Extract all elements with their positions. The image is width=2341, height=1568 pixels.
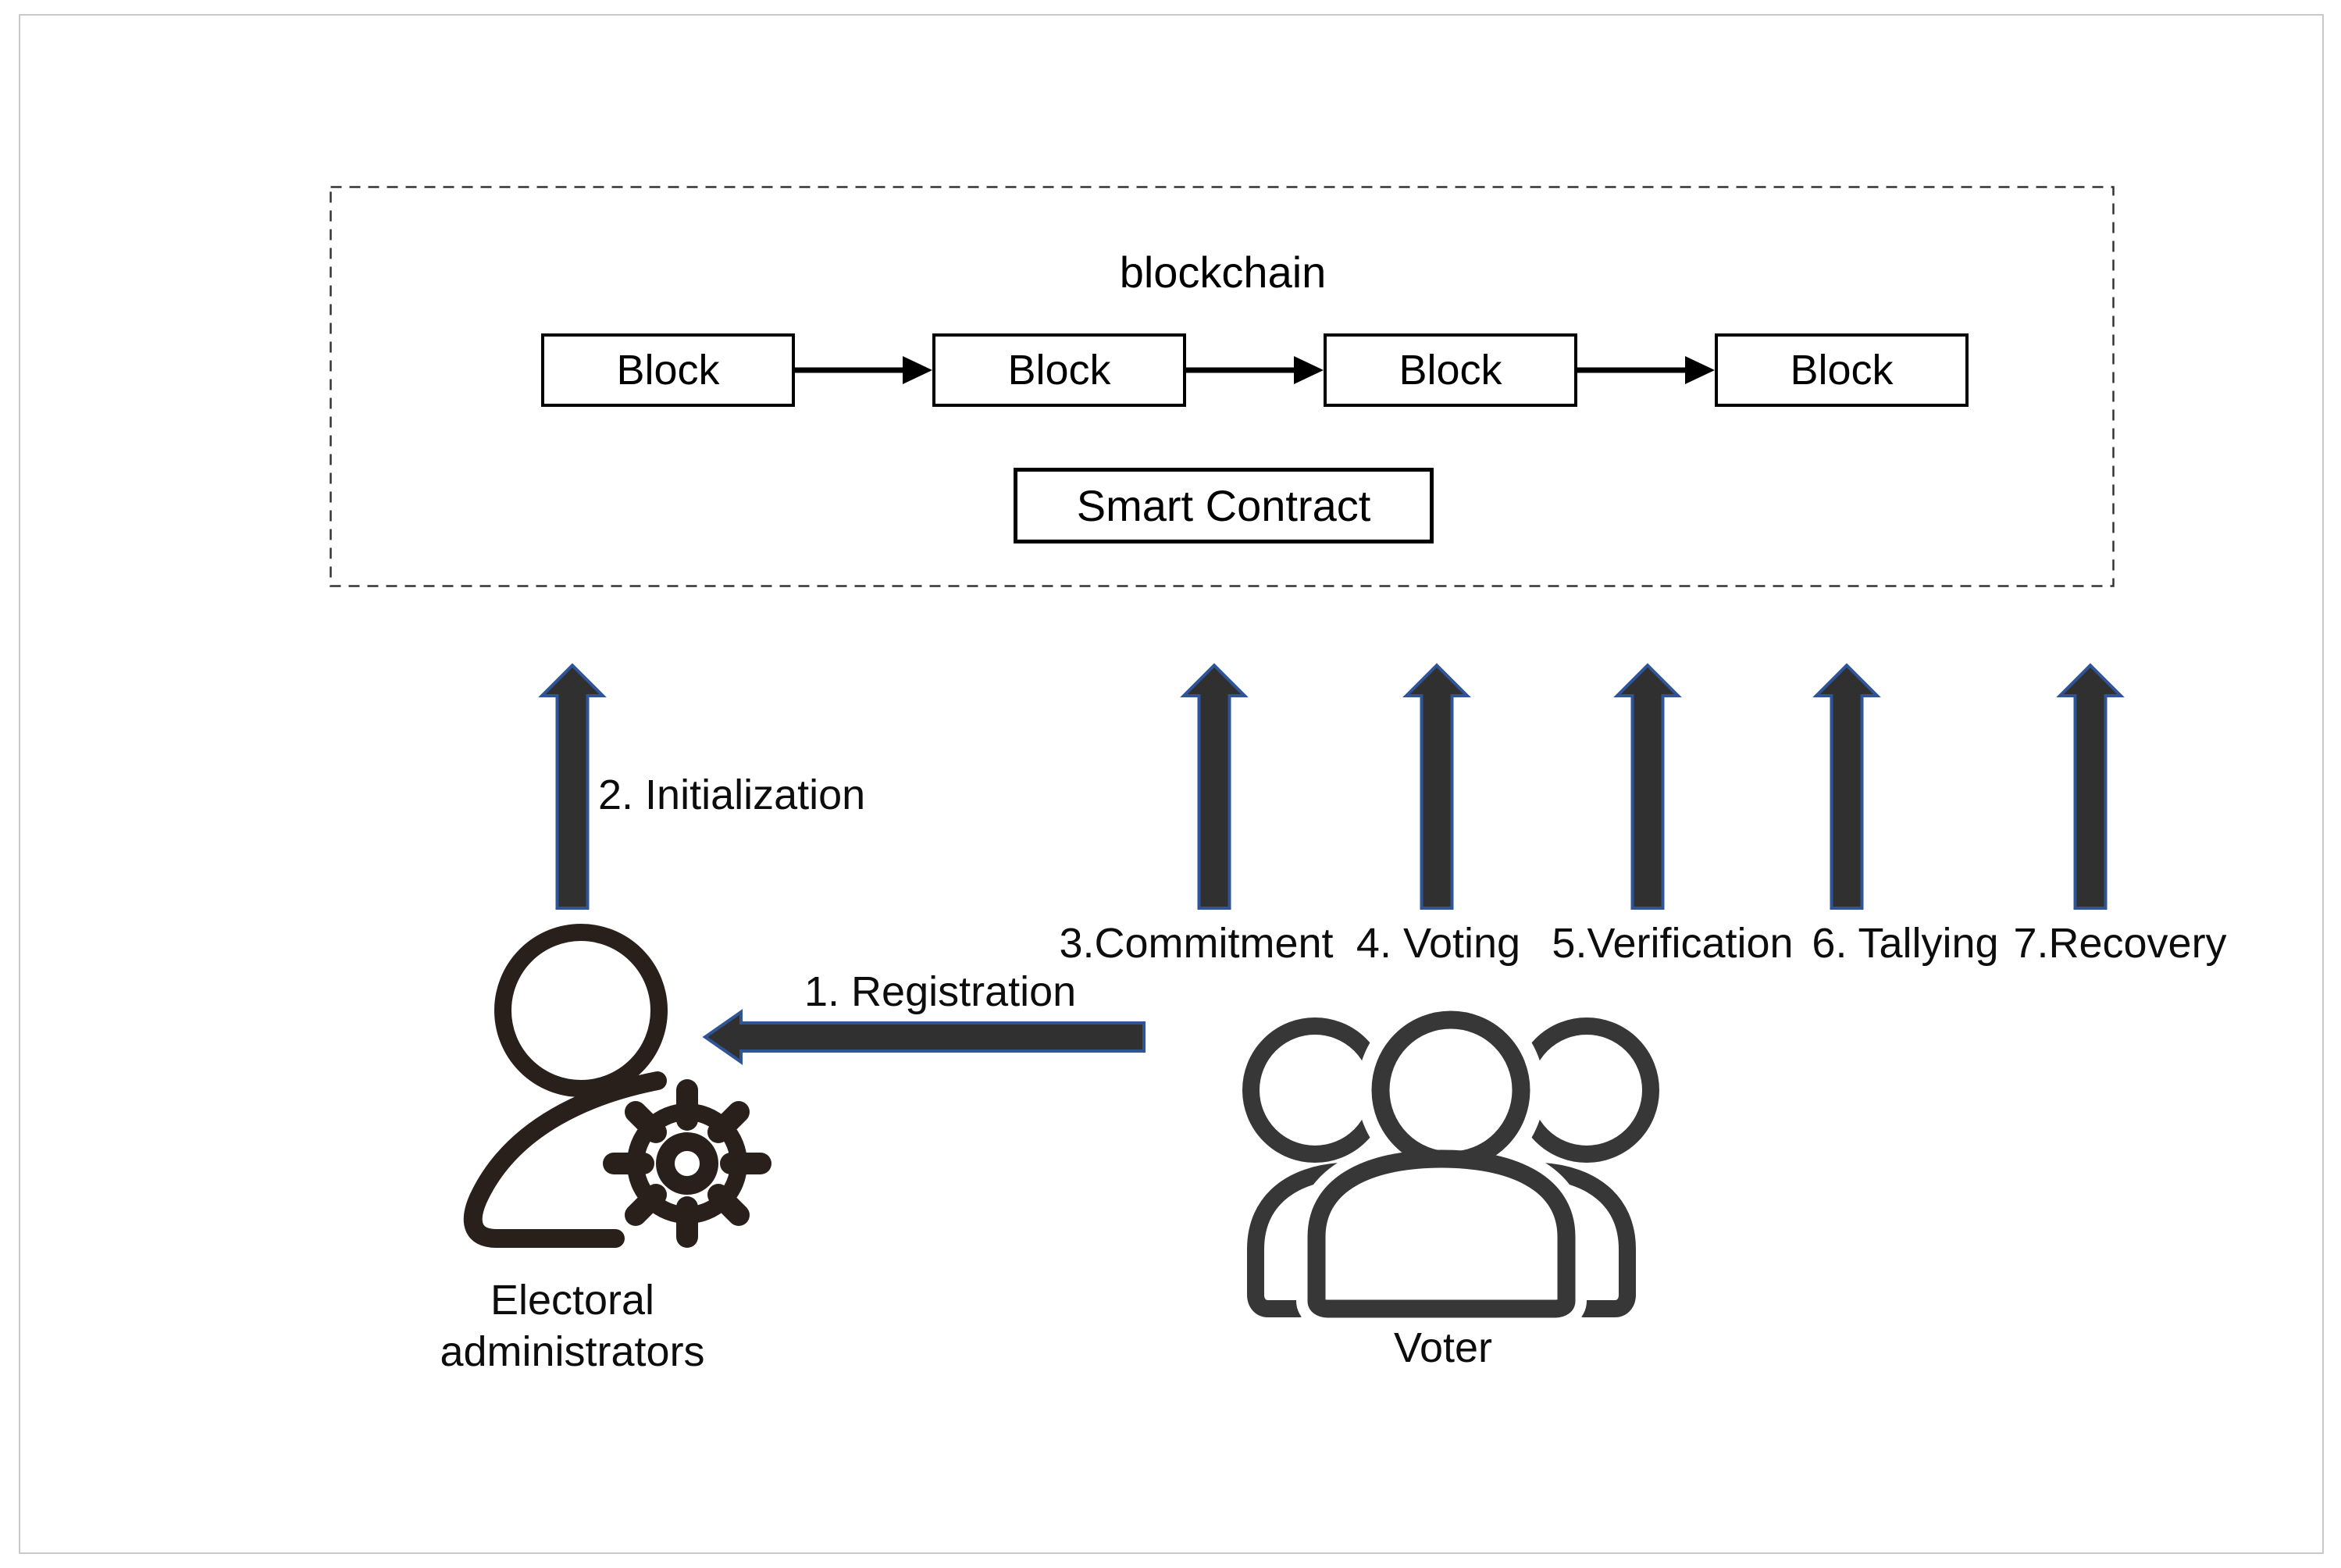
voter-front — [1307, 1010, 1576, 1318]
registration-label: 1. Registration — [804, 968, 1077, 1015]
electoral-admin-icon — [463, 924, 771, 1248]
block-connector-arrow-2 — [1186, 356, 1324, 384]
initialization-up-arrow — [538, 663, 607, 910]
electoral-admin-caption-line2: administrators — [440, 1328, 705, 1375]
electoral-admin-caption: Electoral administrators — [377, 1274, 768, 1377]
blockchain-dashed-box — [330, 186, 2115, 587]
registration-left-arrow — [702, 1009, 1146, 1065]
block-node-2: Block — [932, 333, 1186, 407]
tallying-label: 6. Tallying — [1812, 920, 1999, 967]
commitment-up-arrow — [1180, 663, 1249, 910]
recovery-up-arrow — [2056, 663, 2125, 910]
gear-icon — [603, 1079, 771, 1248]
voting-label: 4. Voting — [1356, 920, 1521, 967]
blockchain-title: blockchain — [1119, 248, 1327, 297]
tallying-up-arrow — [1812, 663, 1881, 910]
block-connector-arrow-1 — [795, 356, 932, 384]
block-node-4: Block — [1715, 333, 1969, 407]
voter-caption: Voter — [1393, 1324, 1493, 1371]
commitment-label: 3.Commitment — [1059, 920, 1334, 967]
voting-up-arrow — [1402, 663, 1471, 910]
smart-contract-box: Smart Contract — [1014, 468, 1434, 543]
admin-head — [494, 924, 668, 1097]
recovery-label: 7.Recovery — [2013, 920, 2227, 967]
verification-label: 5.Verification — [1552, 920, 1794, 967]
admin-body — [463, 1071, 667, 1248]
block-node-3: Block — [1324, 333, 1577, 407]
verification-up-arrow — [1613, 663, 1682, 910]
block-node-1: Block — [541, 333, 795, 407]
initialization-label: 2. Initialization — [598, 772, 866, 818]
block-connector-arrow-3 — [1577, 356, 1715, 384]
voter-group-icon — [1242, 996, 1659, 1329]
electoral-admin-caption-line1: Electoral — [490, 1277, 655, 1324]
